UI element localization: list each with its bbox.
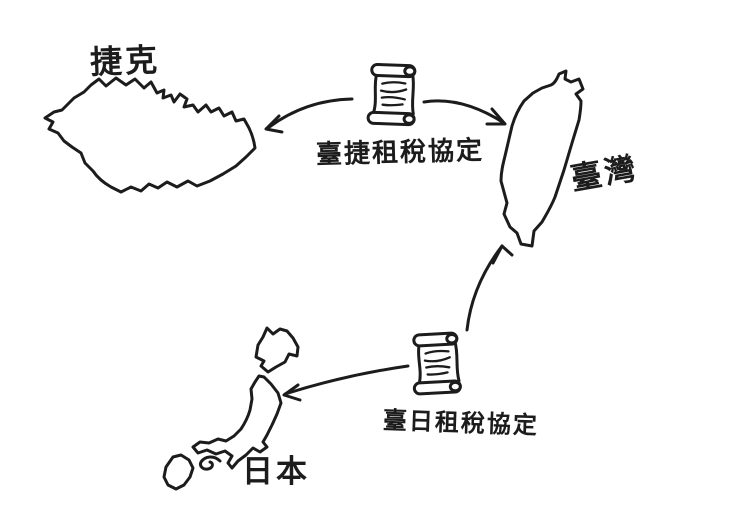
japan-kyushu-outline [162, 453, 195, 491]
japan-hokkaido-outline [254, 326, 300, 374]
taiwan-czech-treaty-label: 臺捷租稅協定 [315, 135, 485, 171]
taiwan-map-outline [499, 69, 585, 248]
arrow-treaty-to-taiwan [422, 99, 507, 126]
japan-map [162, 326, 300, 491]
scroll-icon [366, 62, 418, 127]
czech-label: 捷克 [89, 40, 161, 82]
scroll-icon [410, 331, 463, 396]
arrow-treaty-to-taiwan-from-japan-treaty [465, 244, 514, 332]
japan-shikoku-outline [199, 455, 222, 471]
japan-label: 日本 [242, 454, 310, 490]
czech-map-outline [43, 76, 257, 194]
taiwan-japan-treaty-label: 臺日租稅協定 [382, 406, 540, 440]
japan-honshu-outline [191, 374, 283, 470]
arrow-treaty-to-czech [264, 97, 354, 134]
arrow-treaty-to-japan [282, 364, 410, 402]
